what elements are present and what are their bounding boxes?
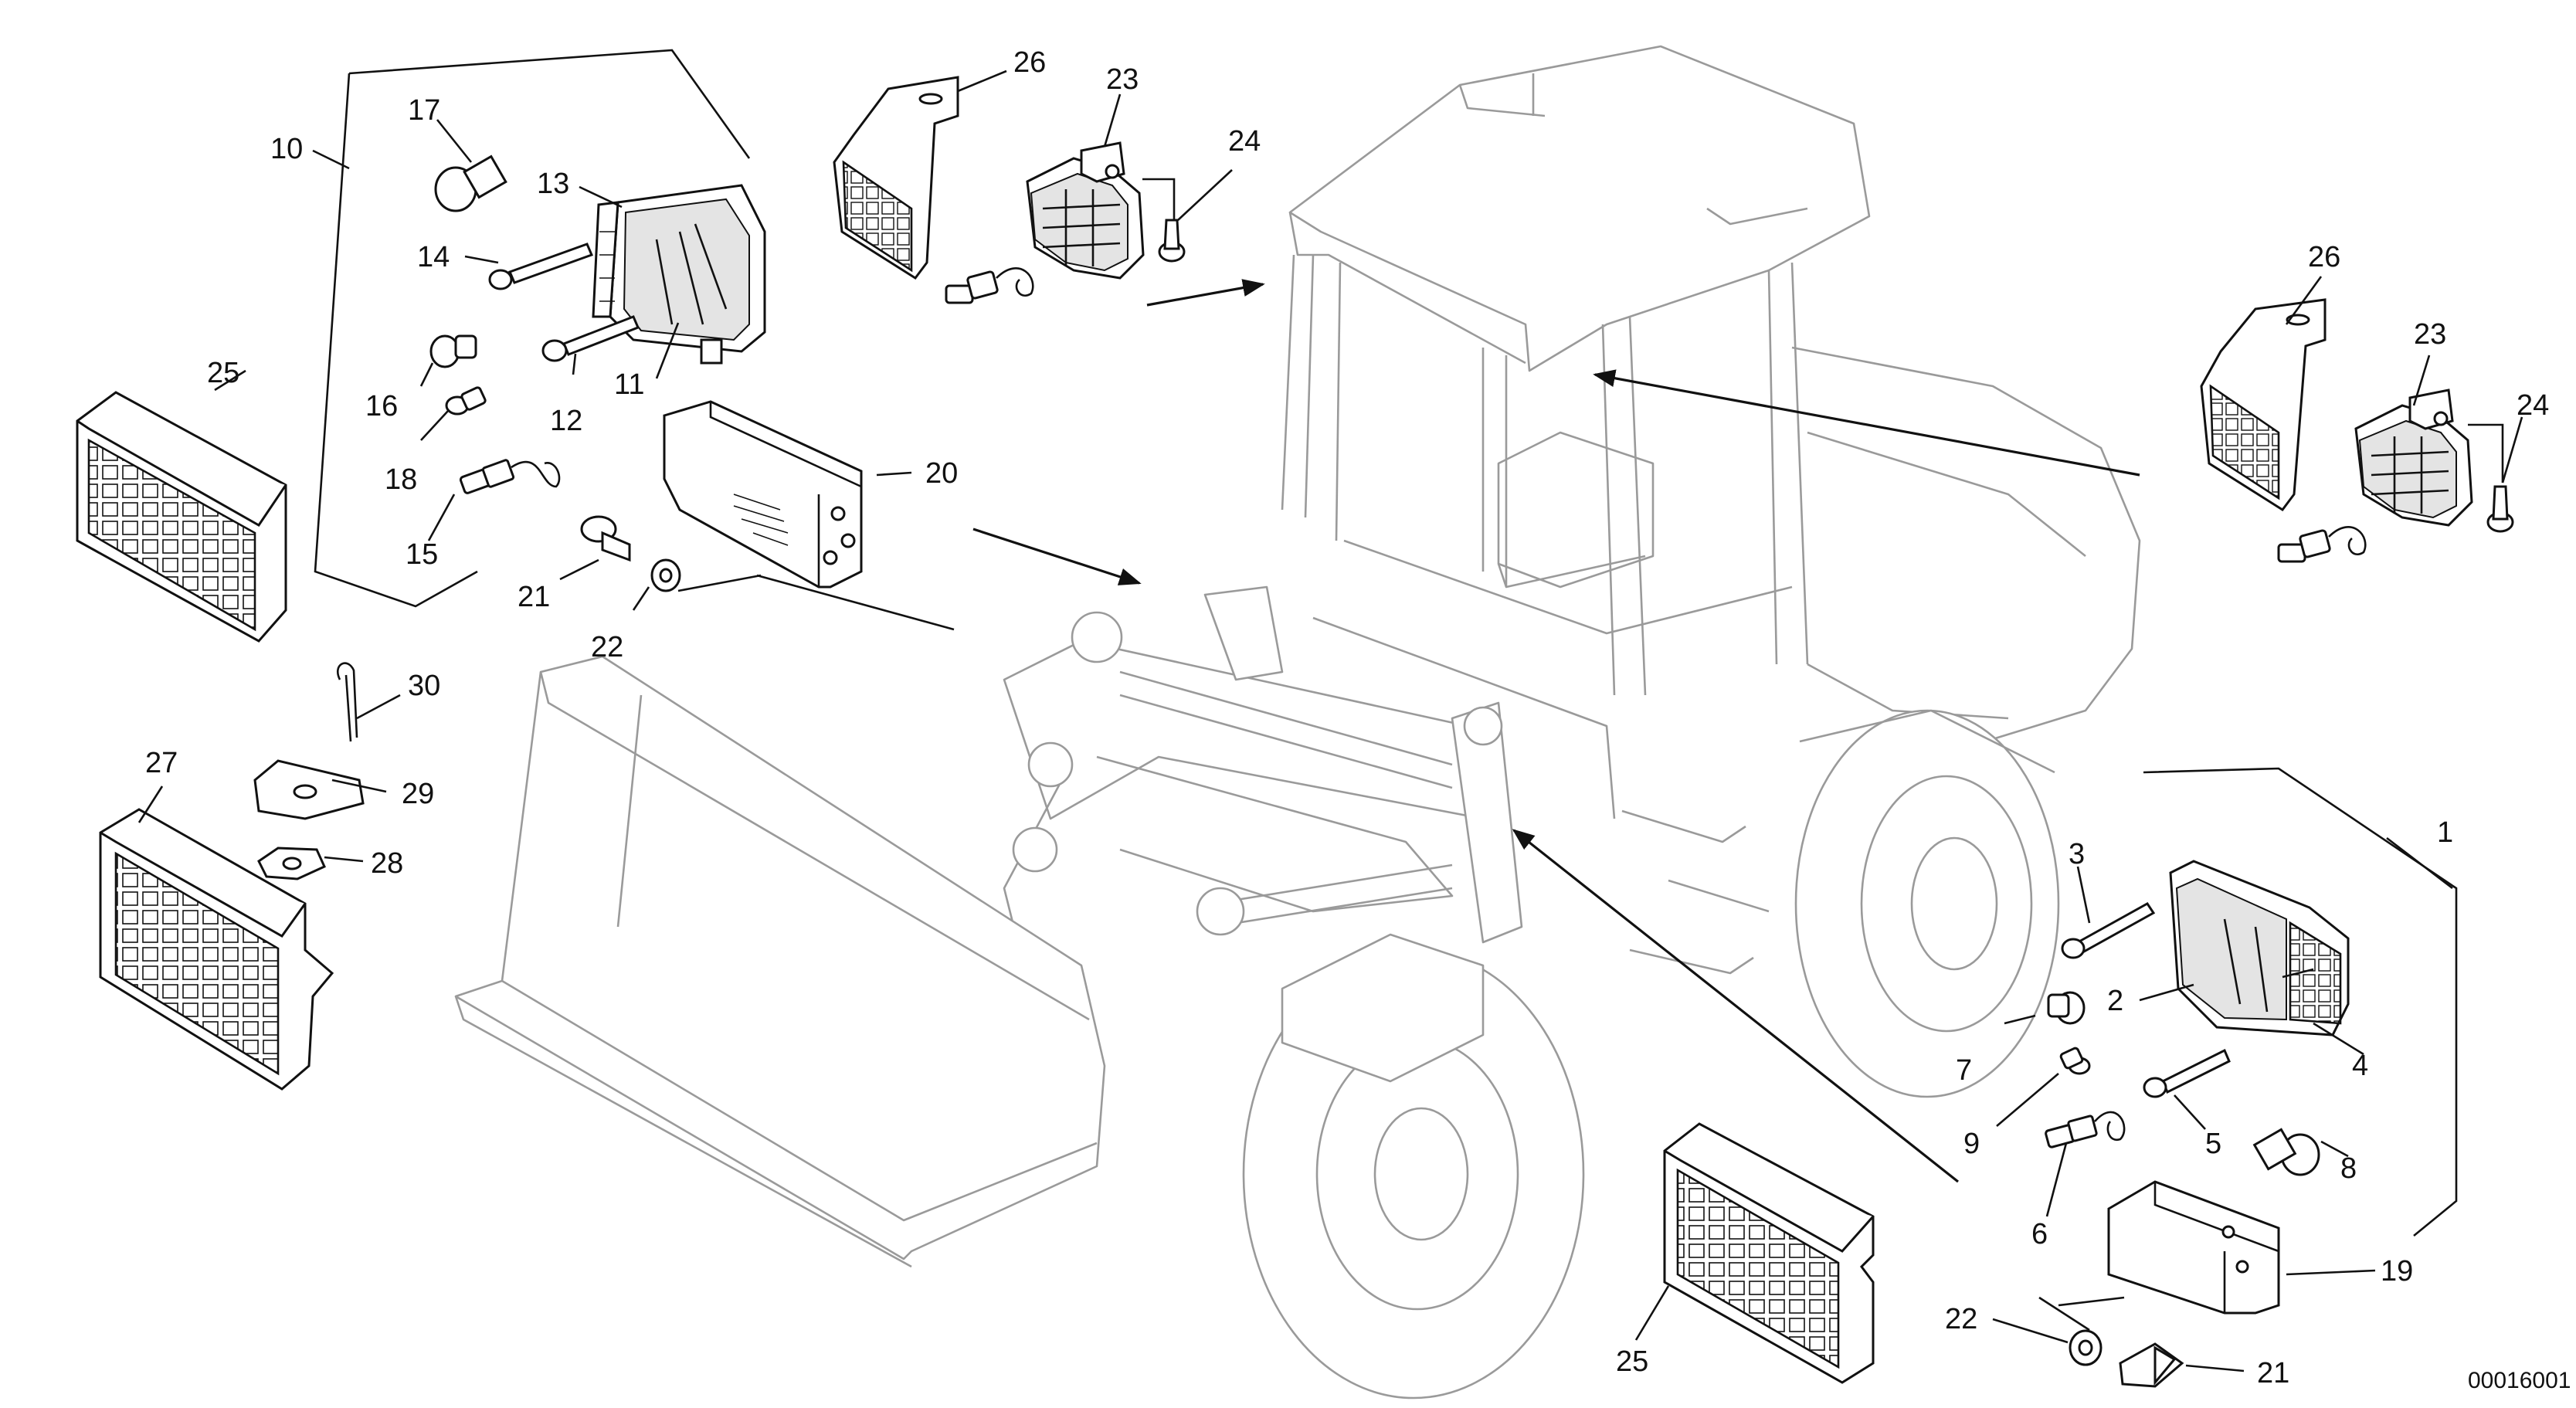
callout-4: 4 [2352, 1050, 2368, 1082]
mounting-bracket-icon [663, 400, 863, 589]
work-lamp-icon [2169, 860, 2350, 1036]
work-lamp-icon [592, 184, 766, 365]
callout-29: 29 [402, 778, 434, 810]
callout-16: 16 [365, 390, 398, 422]
plate-icon [257, 846, 326, 880]
callout-14: 14 [417, 241, 450, 273]
mounting-bracket-icon [2107, 1180, 2280, 1315]
callout-labels: 1 2 3 4 5 6 7 8 9 10 11 12 13 14 15 16 1… [145, 46, 2549, 1389]
bolt-icon [2119, 1342, 2184, 1388]
direction-arrows [972, 279, 2140, 1183]
callout-26-top: 26 [1013, 46, 1046, 79]
bolt-icon [1158, 219, 1186, 263]
callout-24-top: 24 [1228, 125, 1261, 158]
bulb-icon [429, 334, 477, 368]
callout-18: 18 [385, 463, 417, 496]
plate-icon [253, 759, 365, 820]
lamp-socket-icon [2045, 1111, 2126, 1148]
mounting-bracket-icon [2200, 298, 2327, 512]
bulb-icon [2047, 991, 2086, 1025]
callout-8: 8 [2340, 1152, 2357, 1185]
protective-grille-icon [99, 808, 334, 1091]
work-lamp-icon [1026, 141, 1145, 280]
leader-lines [137, 70, 2523, 1372]
document-number: 00016001 [2468, 1368, 2571, 1393]
callout-24-right: 24 [2517, 389, 2549, 422]
bulb-icon [2059, 1047, 2091, 1075]
lamp-socket-icon [2277, 526, 2367, 563]
callout-28: 28 [371, 847, 403, 880]
bracket-lines-group-1 [2143, 767, 2458, 1237]
callout-12: 12 [550, 405, 582, 437]
bracket-lines-group-10 [314, 49, 751, 608]
callout-26-right: 26 [2308, 241, 2340, 273]
mounting-bracket-icon [833, 76, 959, 280]
work-lamp-icon [2354, 388, 2473, 527]
callout-20: 20 [925, 457, 958, 490]
callout-21-right: 21 [2257, 1357, 2289, 1389]
callout-22-right: 22 [1945, 1303, 1977, 1335]
callout-23-right: 23 [2414, 318, 2446, 351]
bolt-icon [488, 243, 594, 290]
callout-15: 15 [406, 538, 438, 571]
bulb-icon [2252, 1128, 2320, 1176]
callout-1: 1 [2437, 816, 2453, 849]
callout-17: 17 [408, 94, 440, 127]
callout-19: 19 [2381, 1255, 2413, 1288]
callout-30: 30 [408, 670, 440, 702]
callout-6: 6 [2031, 1218, 2048, 1250]
lamp-socket-icon [945, 267, 1034, 304]
washer-icon [650, 558, 681, 592]
callout-10: 10 [270, 133, 303, 165]
lamp-socket-icon [459, 459, 561, 494]
callout-9: 9 [1963, 1128, 1980, 1160]
callout-25-bottom: 25 [1616, 1345, 1648, 1378]
callout-3: 3 [2069, 838, 2085, 870]
callout-5: 5 [2205, 1128, 2221, 1160]
bolt-icon [2486, 485, 2514, 533]
callout-21-left: 21 [518, 581, 550, 613]
cotter-pin-icon [337, 662, 358, 742]
callout-2: 2 [2107, 985, 2123, 1017]
bulb-icon [434, 154, 507, 212]
bolt-icon [2143, 1048, 2231, 1098]
callout-25-left: 25 [207, 357, 239, 389]
bolt-icon [580, 515, 631, 562]
protective-grille-icon [1663, 1122, 1875, 1384]
callout-7: 7 [1956, 1054, 1972, 1087]
protective-grille-icon [76, 391, 287, 643]
callout-11: 11 [614, 368, 644, 401]
callout-27: 27 [145, 747, 178, 779]
wheel-loader-outline [454, 45, 2141, 1400]
bulb-icon [445, 386, 487, 416]
bolt-icon [541, 315, 640, 362]
washer-icon [2069, 1329, 2103, 1366]
callout-23-top: 23 [1106, 63, 1139, 96]
bolt-icon [2061, 902, 2156, 959]
callout-22-left: 22 [591, 631, 623, 663]
callout-13: 13 [537, 168, 569, 200]
